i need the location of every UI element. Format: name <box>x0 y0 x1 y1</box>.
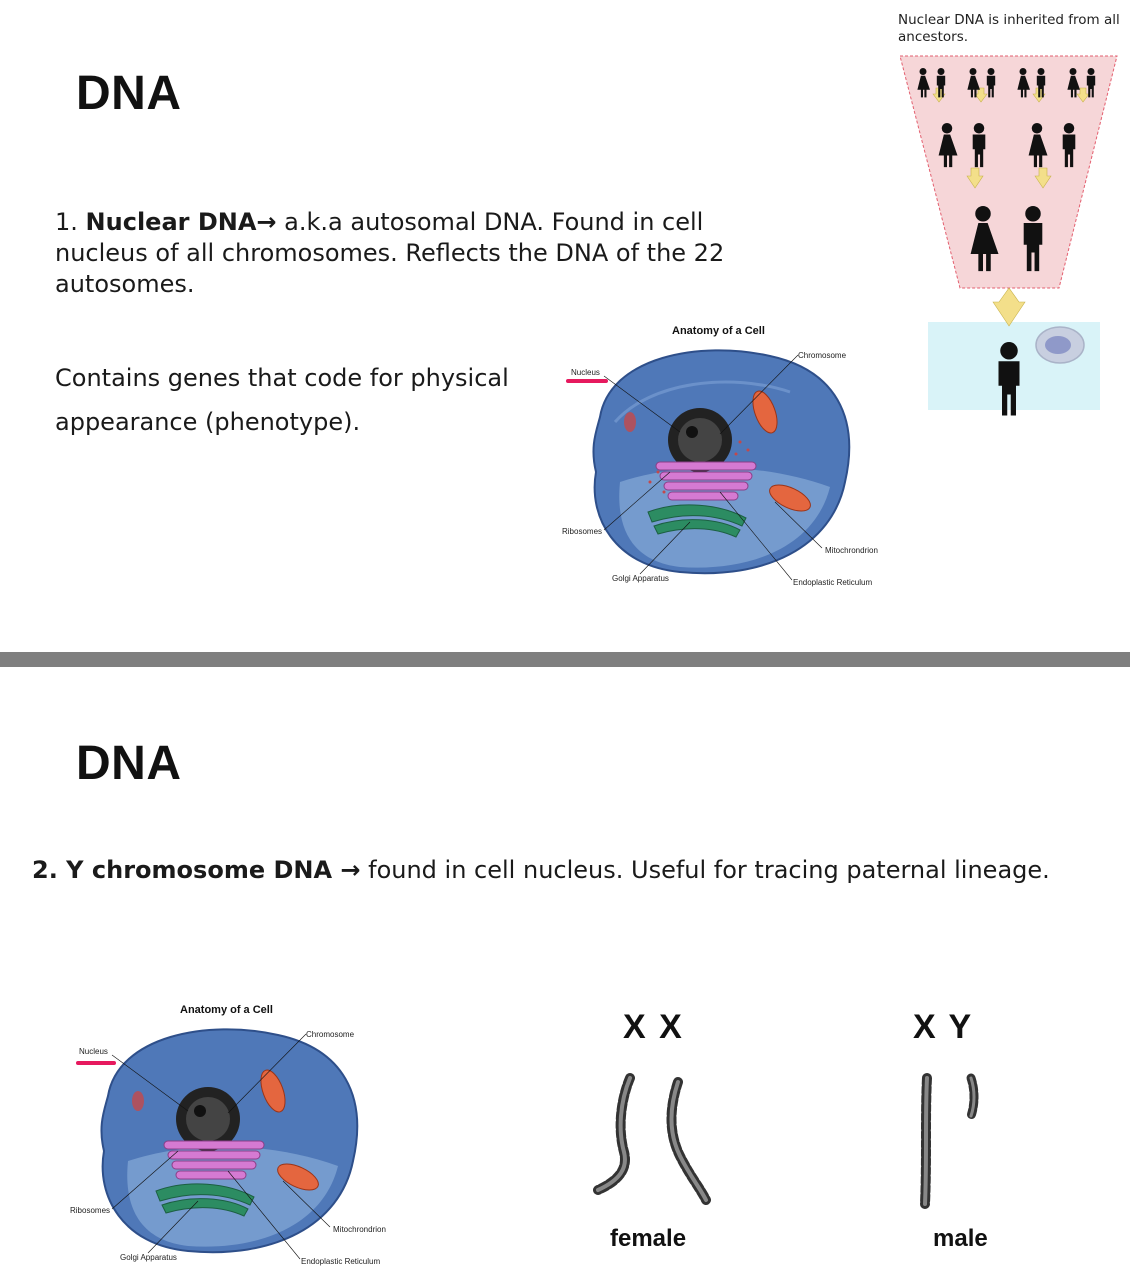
female-xx-chromosomes <box>593 1073 711 1205</box>
y-chromosome-paragraph: 2. Y chromosome DNA → found in cell nucl… <box>32 855 1122 886</box>
label-ribosomes: Ribosomes <box>562 527 603 536</box>
slide-divider <box>0 652 1130 667</box>
male-xy-chromosomes <box>920 1073 979 1209</box>
point1-text: a.k.a autosomal DNA. Found in cell nucle… <box>55 208 725 298</box>
label-golgi: Golgi Apparatus <box>612 574 669 583</box>
cell-diagram-2: Anatomy of a Cell Nucleus Chrom <box>68 1001 398 1271</box>
cell-illustration <box>566 349 851 581</box>
label-er: Endoplastic Reticulum <box>301 1257 381 1266</box>
cell-diagram-1: Anatomy of a Cell <box>560 322 890 592</box>
cell-illustration <box>76 1028 359 1260</box>
point2-text: found in cell nucleus. Useful for tracin… <box>360 856 1050 884</box>
cell-diagram-title: Anatomy of a Cell <box>672 325 765 337</box>
label-chromosome: Chromosome <box>306 1030 355 1039</box>
male-label: male <box>933 1225 988 1252</box>
label-mitochondrion: Mitochrondrion <box>825 546 878 555</box>
point1-number: 1. <box>55 208 78 236</box>
slide1-title: DNA <box>76 67 182 120</box>
label-golgi: Golgi Apparatus <box>120 1253 177 1262</box>
female-chromosome-label: X X <box>623 1008 684 1046</box>
phenotype-paragraph: Contains genes that code for physical ap… <box>55 364 509 436</box>
label-ribosomes: Ribosomes <box>70 1206 111 1215</box>
nuclear-dna-paragraph: 1. Nuclear DNA→ a.k.a autosomal DNA. Fou… <box>55 207 775 300</box>
cell-diagram-title: Anatomy of a Cell <box>180 1004 273 1016</box>
male-chromosome-label: X Y <box>913 1008 974 1046</box>
label-chromosome: Chromosome <box>798 351 847 360</box>
female-label: female <box>610 1225 687 1252</box>
inheritance-pedigree <box>899 55 1118 416</box>
point1-bold: Nuclear DNA→ <box>85 208 277 236</box>
label-nucleus: Nucleus <box>571 368 600 377</box>
label-nucleus: Nucleus <box>79 1047 108 1056</box>
label-mitochondrion: Mitochrondrion <box>333 1225 386 1234</box>
label-er: Endoplastic Reticulum <box>793 578 873 587</box>
point2-bold: 2. Y chromosome DNA → <box>32 856 361 884</box>
inheritance-caption: Nuclear DNA is inherited from all ancest… <box>898 12 1120 45</box>
slide2-title: DNA <box>76 737 182 790</box>
